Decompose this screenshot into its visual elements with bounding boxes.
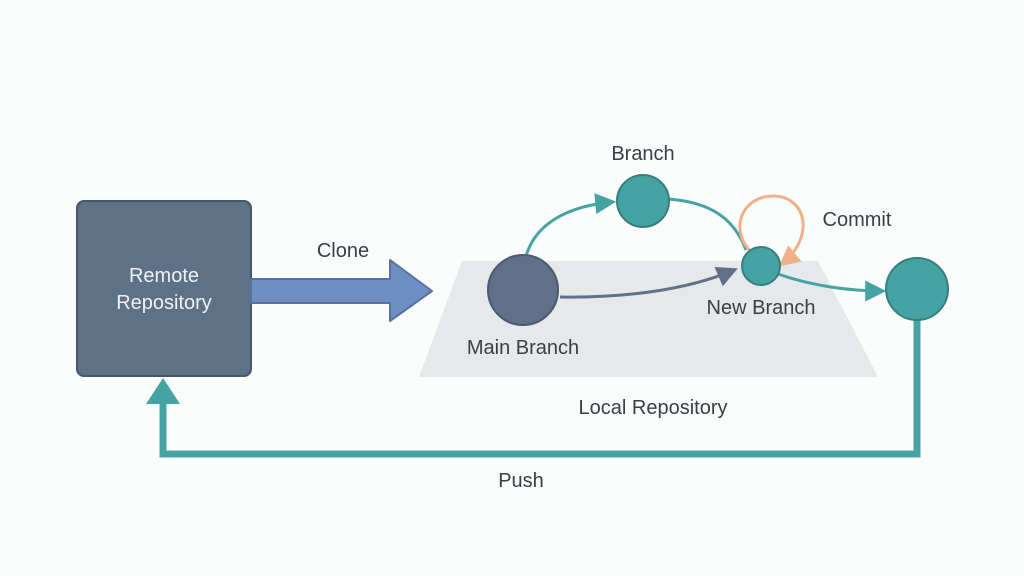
branch-to-new-branch-edge bbox=[667, 197, 748, 251]
branch-node[interactable] bbox=[616, 174, 670, 228]
clone-arrow bbox=[250, 259, 433, 322]
main-branch-node[interactable] bbox=[487, 254, 559, 326]
new-branch-to-push-edge bbox=[777, 272, 887, 302]
commit-loop bbox=[738, 194, 805, 267]
push-label: Push bbox=[498, 470, 544, 492]
push-arrow-head bbox=[146, 378, 180, 404]
push-node[interactable] bbox=[885, 257, 949, 321]
remote-repository-label-line1: Remote bbox=[129, 265, 199, 287]
clone-label: Clone bbox=[317, 240, 369, 262]
push-arrow-line bbox=[159, 320, 921, 458]
main-to-new-branch-edge bbox=[559, 266, 738, 299]
local-repository-label: Local Repository bbox=[579, 397, 728, 419]
remote-repository-box[interactable] bbox=[76, 200, 252, 377]
commit-label: Commit bbox=[823, 209, 892, 231]
remote-repository-label-line2: Repository bbox=[116, 292, 212, 314]
new-branch-node[interactable] bbox=[741, 246, 781, 286]
local-repository-plane bbox=[419, 261, 878, 377]
branch-label: Branch bbox=[611, 143, 674, 165]
main-branch-label: Main Branch bbox=[467, 337, 579, 359]
main-to-branch-edge bbox=[524, 193, 617, 257]
new-branch-label: New Branch bbox=[707, 297, 816, 319]
